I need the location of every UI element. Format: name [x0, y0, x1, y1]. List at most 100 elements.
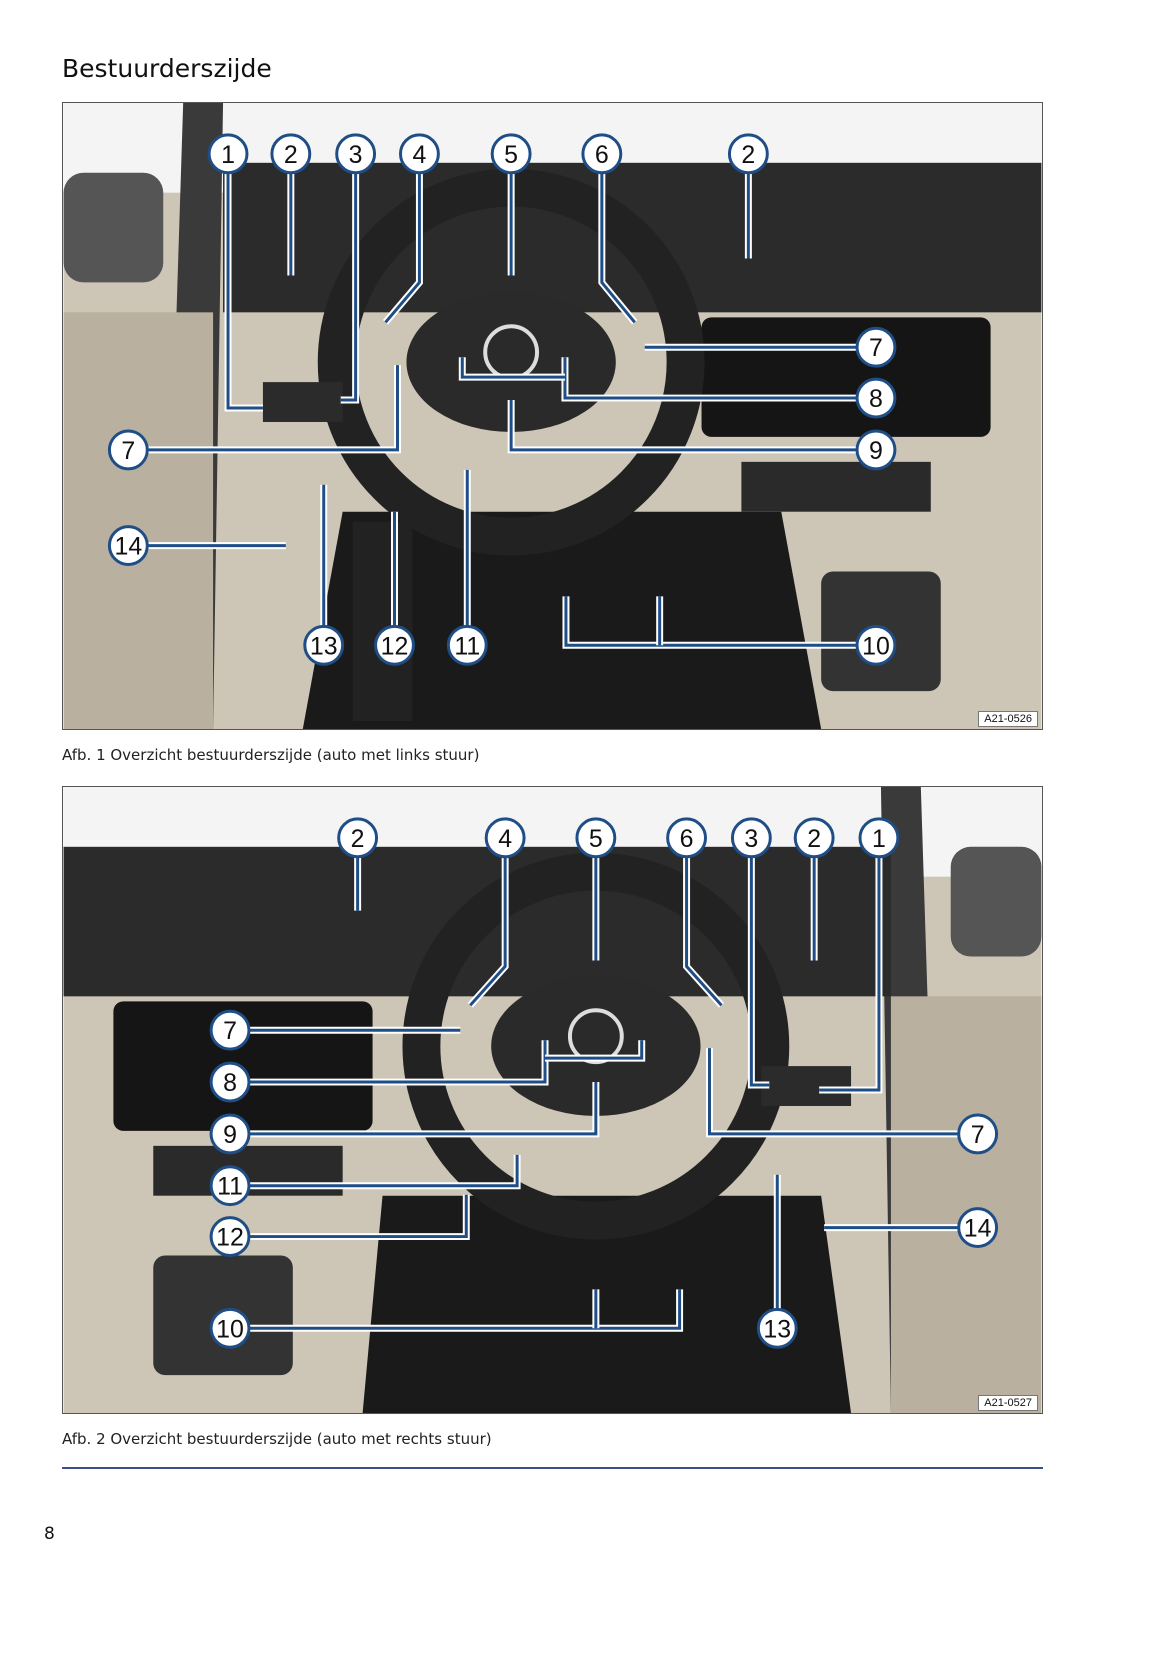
figure-caption: Afb. 2 Overzicht bestuurderszijde (auto … — [62, 1430, 492, 1448]
callout-leader-line — [248, 1194, 468, 1239]
callout-number: 13 — [310, 632, 338, 660]
callout-marker: 5 — [575, 817, 617, 859]
callout-circle — [209, 1307, 251, 1349]
callout-leader-line — [147, 365, 399, 452]
callout-marker: 12 — [374, 624, 415, 666]
callout-leader-line — [226, 172, 263, 410]
callout-leader-line — [509, 400, 858, 452]
callout-number: 6 — [595, 141, 609, 169]
callout-leader-line — [248, 1289, 682, 1330]
callout-marker: 3 — [335, 133, 377, 175]
callout-marker: 13 — [756, 1307, 798, 1349]
callout-marker: 7 — [855, 326, 897, 368]
callout-circle — [209, 1216, 251, 1257]
callout-marker: 8 — [855, 377, 897, 419]
callout-leader-line — [384, 172, 421, 324]
callout-leader-line — [460, 357, 565, 379]
callout-number: 2 — [807, 825, 821, 853]
callout-number: 2 — [284, 141, 298, 169]
callout-marker: 7 — [107, 429, 149, 471]
callout-number: 2 — [351, 825, 365, 853]
callout-leader-line — [248, 1154, 519, 1188]
callout-marker: 8 — [209, 1061, 251, 1103]
callout-circle — [666, 817, 708, 859]
callout-number: 9 — [223, 1121, 237, 1149]
callout-leader-line — [819, 856, 881, 1092]
callout-circle — [446, 624, 488, 666]
callout-number: 11 — [217, 1173, 243, 1201]
figure-code: A21-0526 — [978, 711, 1038, 727]
callout-marker: 6 — [666, 817, 708, 859]
callout-number: 5 — [504, 141, 518, 169]
callout-marker: 2 — [337, 817, 379, 859]
callout-number: 4 — [412, 141, 426, 169]
callout-circle — [209, 1009, 251, 1051]
figure-caption: Afb. 1 Overzicht bestuurderszijde (auto … — [62, 746, 480, 764]
callout-leader-line — [600, 172, 636, 324]
callout-number: 3 — [744, 825, 758, 853]
callout-marker: 6 — [581, 133, 623, 175]
callout-leader-line — [564, 596, 858, 647]
callout-circle — [855, 429, 897, 471]
callout-number: 10 — [216, 1315, 244, 1343]
callout-circle — [107, 429, 149, 471]
callout-marker: 2 — [727, 133, 769, 175]
callout-circle — [575, 817, 617, 859]
callout-circle — [484, 817, 526, 859]
callout-circle — [209, 1165, 251, 1207]
callout-circle — [855, 377, 897, 419]
callout-marker: 1 — [207, 133, 249, 175]
callout-circle — [793, 817, 835, 859]
callout-number: 8 — [223, 1069, 237, 1097]
callout-circle — [107, 525, 149, 567]
callout-leader-line — [685, 856, 723, 1007]
callout-marker: 7 — [209, 1009, 251, 1051]
callout-circle — [207, 133, 249, 175]
callout-marker: 12 — [209, 1216, 251, 1257]
callout-number: 7 — [869, 334, 883, 362]
callout-circle — [957, 1113, 999, 1155]
callout-number: 4 — [498, 825, 512, 853]
callout-marker: 5 — [490, 133, 532, 175]
callout-circle — [303, 624, 345, 666]
callout-circle — [957, 1207, 999, 1249]
callout-marker: 7 — [957, 1113, 999, 1155]
callout-circle — [398, 133, 440, 175]
callout-circle — [727, 133, 769, 175]
callout-number: 2 — [741, 141, 755, 169]
callout-circle — [335, 133, 377, 175]
callout-marker: 10 — [855, 624, 897, 666]
figure-code: A21-0527 — [978, 1395, 1038, 1411]
callout-circle — [209, 1061, 251, 1103]
callout-number: 8 — [869, 385, 883, 413]
callout-number: 12 — [216, 1224, 244, 1252]
callout-marker: 1 — [858, 817, 900, 859]
divider — [62, 1467, 1043, 1469]
callout-marker: 2 — [793, 817, 835, 859]
callout-circle — [756, 1307, 798, 1349]
callout-leader-line — [248, 1040, 547, 1084]
callout-number: 10 — [862, 632, 890, 660]
callout-number: 13 — [763, 1315, 791, 1343]
callout-number: 12 — [381, 632, 409, 660]
callout-number: 14 — [114, 533, 142, 561]
callout-circle — [855, 624, 897, 666]
callout-circle — [337, 817, 379, 859]
callout-marker: 10 — [209, 1307, 251, 1349]
callout-number: 3 — [349, 141, 363, 169]
callout-circle — [490, 133, 532, 175]
callout-leader-line — [469, 856, 507, 1007]
callout-circle — [270, 133, 312, 175]
callout-circle — [730, 817, 772, 859]
callout-leader-line — [563, 357, 858, 400]
callout-number: 7 — [971, 1121, 985, 1149]
callout-circle — [855, 326, 897, 368]
callout-marker: 2 — [270, 133, 312, 175]
callout-marker: 9 — [855, 429, 897, 471]
callout-marker: 9 — [209, 1113, 251, 1155]
callout-leader-line — [248, 1082, 598, 1136]
callout-marker: 11 — [446, 624, 488, 666]
